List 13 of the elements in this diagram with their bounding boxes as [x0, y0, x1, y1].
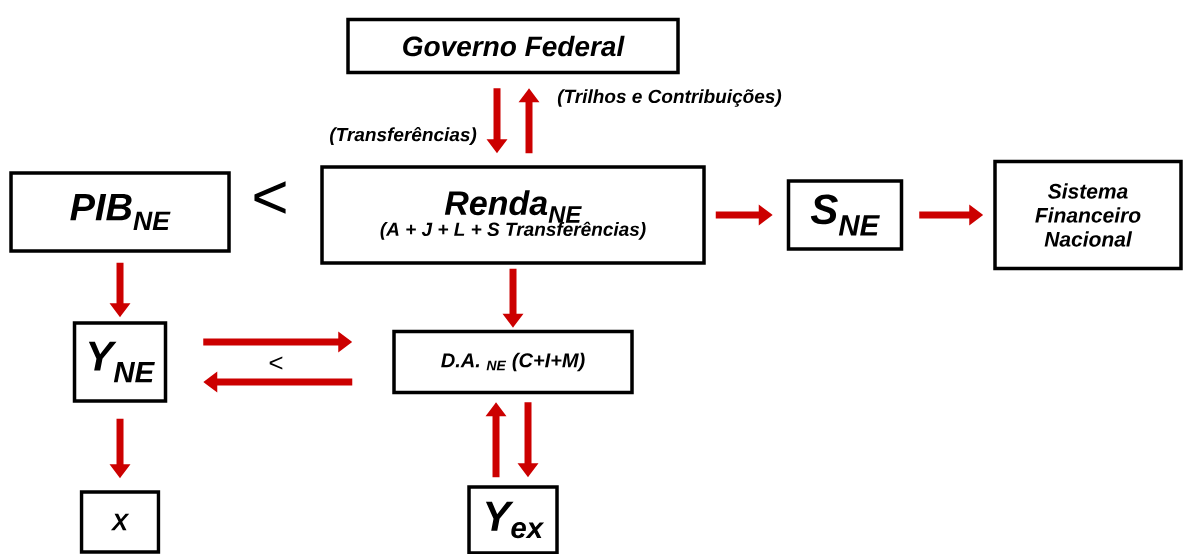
process-box: Governo Federal [346, 17, 680, 75]
process-box: Y$_{NE}$ [72, 321, 168, 403]
process-box: PIB$_{NE}$ [9, 171, 231, 253]
less-than-sign: < [254, 181, 286, 214]
process-box: D.A. $_{NE}$ (C+I+M) [392, 329, 634, 395]
process-box: Sistema Financeiro Nacional [993, 159, 1183, 271]
process-box: S$_{NE}$ [786, 179, 904, 251]
less-than-sign: < [269, 356, 283, 370]
process-box: Y$_{ex}$ [467, 485, 559, 554]
edge-label: (Transferências) [330, 126, 477, 146]
edge-label: (Trilhos e Contribuições) [557, 89, 782, 107]
process-box: X [79, 490, 161, 554]
process-box: Renda$_{NE}$ (A + J + L + S Transferências) [320, 165, 706, 265]
